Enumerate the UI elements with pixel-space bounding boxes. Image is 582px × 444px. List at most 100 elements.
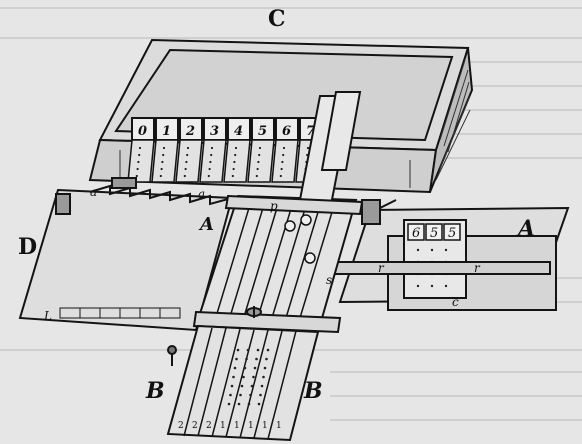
digit-strip-dot bbox=[184, 167, 187, 171]
digit-strip-dot bbox=[162, 153, 165, 157]
digit-tab-label: 2 bbox=[185, 124, 195, 139]
digit-strip-dot bbox=[208, 167, 211, 171]
digit-strip-dot bbox=[161, 160, 164, 164]
digit-strip-dot bbox=[234, 146, 238, 150]
digit-strip-dot bbox=[306, 146, 310, 150]
digit-strip-dot bbox=[159, 174, 162, 178]
bottom-dot bbox=[250, 384, 254, 388]
bottom-dot bbox=[240, 384, 244, 388]
bottom-dot bbox=[239, 393, 242, 397]
digit-strip bbox=[199, 139, 227, 183]
bottom-dot bbox=[236, 348, 240, 352]
digit-strip-dot bbox=[255, 174, 258, 178]
bottom-dot bbox=[257, 402, 261, 406]
digit-strip-dot bbox=[135, 174, 138, 178]
digit-strip-dot bbox=[137, 160, 140, 164]
top-bar-p bbox=[224, 194, 364, 216]
slide-strip-lines bbox=[211, 197, 337, 332]
counter-cell bbox=[407, 223, 425, 241]
bottom-dot bbox=[263, 366, 267, 370]
bottom-dot bbox=[256, 348, 260, 352]
bottom-dot bbox=[265, 357, 268, 361]
bottom-dot bbox=[242, 375, 245, 379]
digit-strip bbox=[223, 139, 251, 183]
bottom-dot bbox=[235, 357, 238, 361]
digit-strip bbox=[151, 139, 179, 183]
digit-strip-dot bbox=[186, 146, 190, 150]
bottom-digit: 1 bbox=[276, 421, 282, 431]
bottom-digit: 1 bbox=[220, 421, 226, 431]
bottom-dot bbox=[255, 357, 258, 361]
digit-strip-dot bbox=[186, 153, 189, 157]
label-c: C bbox=[268, 6, 286, 32]
bottom-dot bbox=[245, 357, 248, 361]
bottom-dot bbox=[266, 348, 270, 352]
digit-strip-dot bbox=[185, 160, 188, 164]
label-small-a-left: a bbox=[90, 185, 97, 199]
counter-cell bbox=[425, 223, 443, 241]
bottom-digit: 2 bbox=[192, 421, 198, 431]
digit-strip-dot bbox=[160, 167, 163, 171]
digit-strip-dot bbox=[280, 167, 283, 171]
upper-strips bbox=[296, 91, 362, 211]
digit-strip-dot bbox=[231, 174, 234, 178]
bottom-dot bbox=[230, 384, 234, 388]
digit-tab-label: 4 bbox=[234, 124, 243, 139]
bottom-digit: 1 bbox=[248, 421, 254, 431]
bottom-digit: 2 bbox=[178, 421, 184, 431]
label-a-slide: A bbox=[198, 214, 214, 235]
digit-strip-dot bbox=[281, 160, 284, 164]
bottom-dot bbox=[252, 375, 255, 379]
digit-strip-dot bbox=[207, 174, 210, 178]
rods-r bbox=[319, 261, 551, 275]
label-small-l: L bbox=[43, 309, 52, 323]
counter-cell bbox=[443, 223, 461, 241]
digit-strip-dot bbox=[138, 146, 142, 150]
digit-strip-dot bbox=[257, 160, 260, 164]
digit-tab-label: 6 bbox=[282, 124, 291, 139]
digit-strip-dot bbox=[234, 153, 237, 157]
digit-strip bbox=[175, 139, 203, 183]
digit-strip bbox=[127, 139, 155, 183]
digit-strip-dot bbox=[162, 146, 166, 150]
bottom-dot bbox=[249, 393, 252, 397]
bottom-digit: 1 bbox=[234, 421, 240, 431]
digit-strip-dot bbox=[210, 153, 213, 157]
bottom-digit: 1 bbox=[262, 421, 268, 431]
bottom-strip-lines bbox=[183, 327, 297, 440]
counter-digit: 5 bbox=[430, 226, 438, 241]
bottom-dot bbox=[262, 375, 265, 379]
digit-tab-label: 7 bbox=[306, 124, 315, 139]
counter-digit: 5 bbox=[448, 226, 456, 241]
bottom-board-b bbox=[166, 324, 320, 442]
digit-strip-dot bbox=[279, 174, 282, 178]
bottom-dot bbox=[232, 375, 235, 379]
digit-strip-dot bbox=[209, 160, 212, 164]
digit-strip-dot bbox=[258, 153, 261, 157]
label-small-r-left: r bbox=[378, 261, 385, 275]
digit-strip-dot bbox=[258, 146, 262, 150]
bottom-digit: 2 bbox=[206, 421, 212, 431]
tray-box-c bbox=[88, 38, 474, 194]
bottom-dot bbox=[229, 393, 232, 397]
hinges bbox=[55, 177, 397, 225]
digit-tab-label: 5 bbox=[258, 124, 267, 139]
counter-digit: 6 bbox=[412, 226, 420, 241]
label-d: D bbox=[18, 234, 37, 260]
digit-strip-dot bbox=[138, 153, 141, 157]
bottom-dot bbox=[259, 393, 262, 397]
bottom-dot bbox=[237, 402, 241, 406]
digit-strip-dot bbox=[136, 167, 139, 171]
digit-strip-dot bbox=[256, 167, 259, 171]
bottom-dot bbox=[227, 402, 231, 406]
slide-holes bbox=[284, 214, 316, 264]
label-a-right: A bbox=[516, 216, 535, 242]
label-small-a-mid: a bbox=[198, 187, 205, 201]
bottom-dot bbox=[246, 348, 250, 352]
bottom-dot bbox=[247, 402, 251, 406]
lower-knob bbox=[246, 306, 262, 318]
bottom-dot bbox=[253, 366, 257, 370]
